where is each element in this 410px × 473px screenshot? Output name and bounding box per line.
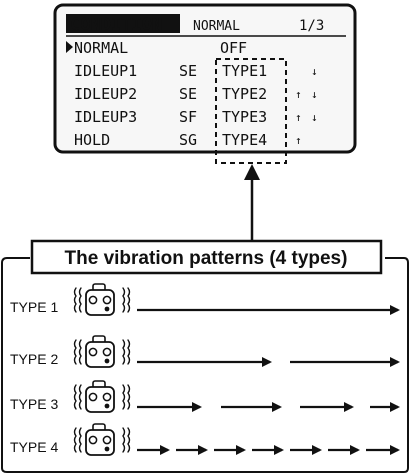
down-arrow-icon: ↓	[311, 65, 318, 78]
row-value-hold: TYPE4	[222, 131, 267, 149]
vibration-waves-icon	[73, 427, 131, 453]
vibration-waves-icon	[73, 384, 131, 410]
vibration-patterns-panel: The vibration patterns (4 types)	[1, 239, 409, 473]
up-arrow-icon: ↑	[295, 111, 302, 124]
row-name-idleup2: IDLEUP2	[74, 85, 137, 103]
selection-cursor-icon	[66, 41, 73, 53]
up-arrow-icon	[244, 164, 260, 180]
row-switch-idleup3: SF	[179, 108, 197, 126]
type-label: TYPE 4	[10, 439, 58, 455]
row-value-idleup2: TYPE2	[222, 85, 267, 103]
patterns-title: The vibration patterns (4 types)	[65, 248, 348, 269]
row-name-hold: HOLD	[74, 131, 110, 149]
type-label: TYPE 1	[10, 299, 58, 315]
patterns-panel-border	[1, 257, 409, 473]
row-value-normal: OFF	[220, 39, 247, 57]
down-arrow-icon: ↓	[311, 88, 318, 101]
up-arrow-icon: ↑	[295, 134, 302, 147]
up-arrow-icon: ↑	[295, 88, 302, 101]
lcd-mode: NORMAL	[193, 19, 240, 34]
lcd-screen: CONDITION NORMAL 1/3 NORMAL OFF IDLEUP1 …	[53, 3, 357, 164]
transmitter-icon	[73, 335, 131, 368]
lcd-title-bar	[66, 14, 180, 33]
vibration-waves-icon	[73, 287, 131, 313]
vibration-type-row: TYPE 2	[10, 335, 400, 368]
row-order-arrows: ↓ ↑ ↓ ↑ ↓ ↑	[295, 65, 318, 147]
type-values-dashed-highlight	[215, 58, 287, 164]
transmitter-icon	[73, 380, 131, 413]
lcd-page-number: 1/3	[299, 18, 324, 34]
vibration-type-row: TYPE 4	[10, 423, 400, 456]
row-name-idleup1: IDLEUP1	[74, 62, 137, 80]
transmitter-icon	[73, 423, 131, 456]
patterns-title-box	[30, 239, 383, 275]
row-switch-idleup1: SE	[179, 62, 197, 80]
down-arrow-icon: ↓	[311, 111, 318, 124]
lcd-screen-frame	[53, 3, 357, 154]
transmitter-icon	[73, 283, 131, 316]
row-switch-idleup2: SE	[179, 85, 197, 103]
lcd-title: CONDITION	[70, 15, 162, 35]
row-name-normal: NORMAL	[74, 39, 128, 57]
vibration-type-row: TYPE 3	[10, 380, 400, 413]
row-value-idleup1: TYPE1	[222, 62, 267, 80]
row-switch-hold: SG	[179, 131, 197, 149]
row-value-idleup3: TYPE3	[222, 108, 267, 126]
type-label: TYPE 3	[10, 396, 58, 412]
type-label: TYPE 2	[10, 351, 58, 367]
vibration-type-row: TYPE 1	[10, 283, 400, 316]
vibration-waves-icon	[73, 339, 131, 365]
row-name-idleup3: IDLEUP3	[74, 108, 137, 126]
